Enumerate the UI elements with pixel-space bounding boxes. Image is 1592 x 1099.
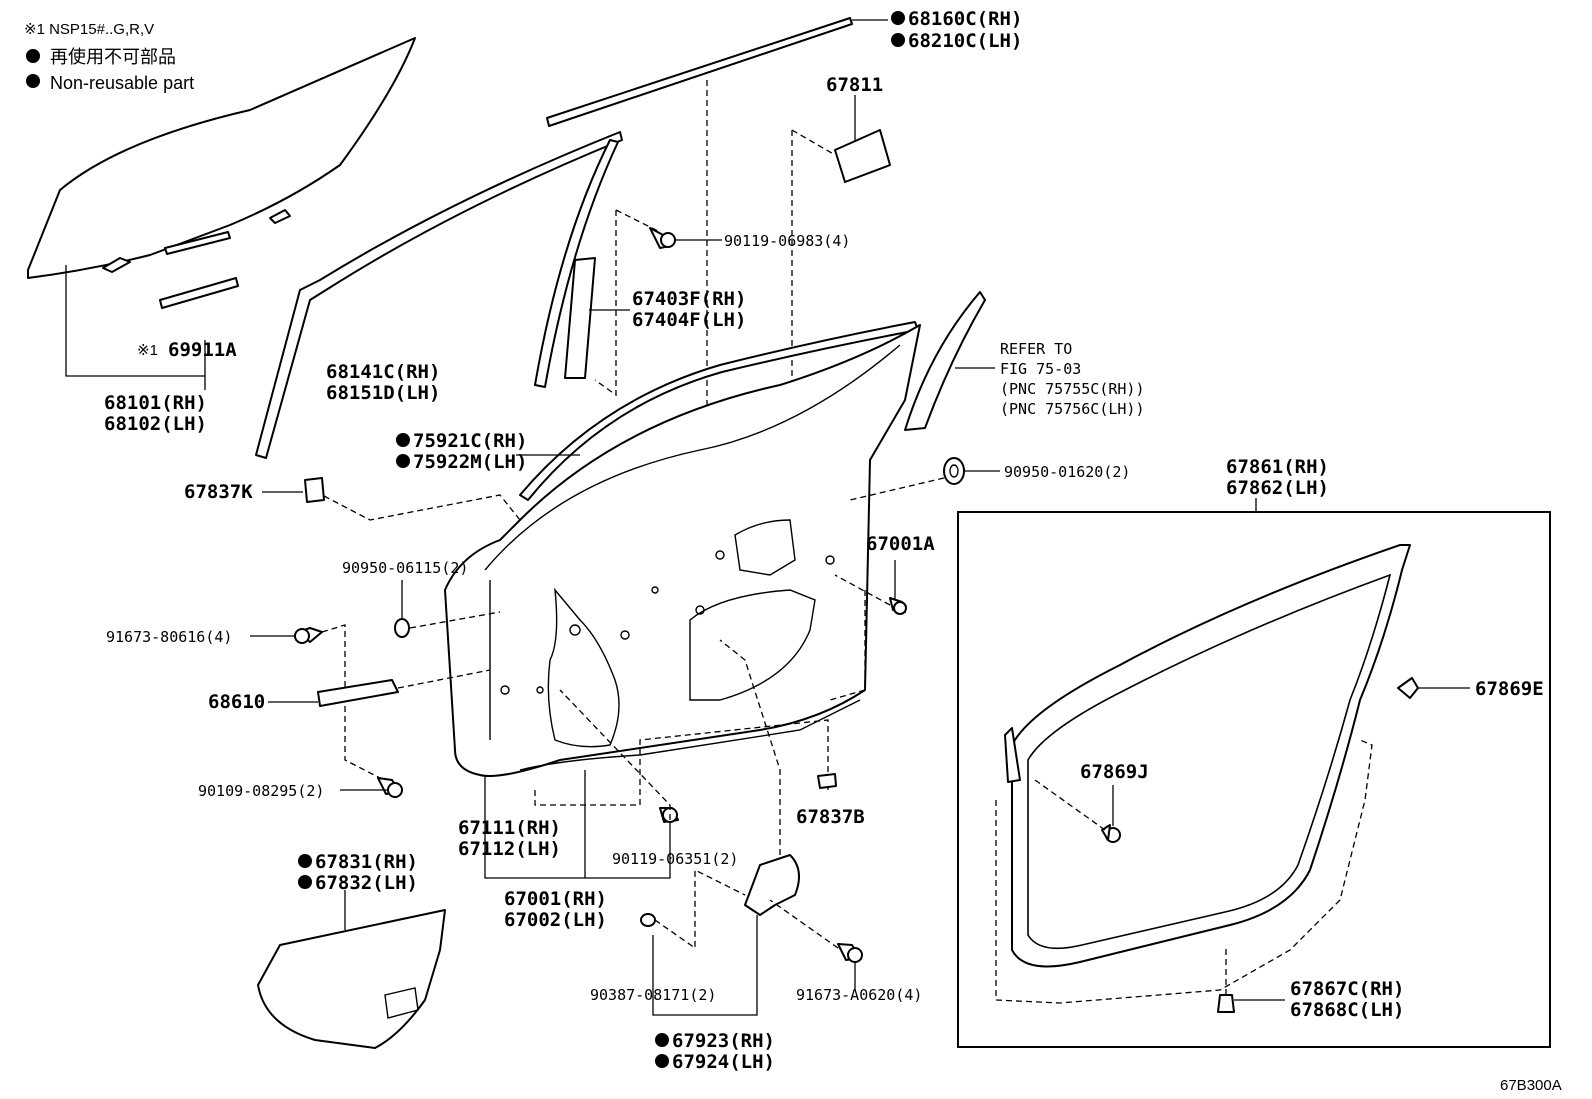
bolt-icon bbox=[294, 627, 323, 644]
label-68102: 68102(LH) bbox=[104, 413, 207, 435]
grommet-icon bbox=[943, 457, 965, 485]
bushing-icon bbox=[640, 913, 656, 927]
non-reusable-bullet-icon bbox=[298, 875, 312, 889]
service-hole-cover-67831 bbox=[257, 909, 446, 1049]
bolt-icon bbox=[889, 597, 907, 615]
part-labels: 68160C(RH) 68210C(LH) 67811 90119-06983(… bbox=[104, 8, 1562, 1094]
label-refer-fig: FIG 75-03 bbox=[1000, 360, 1081, 378]
label-68141C: 68141C(RH) bbox=[326, 361, 440, 383]
label-refer-pnc-lh: (PNC 75756C(LH)) bbox=[1000, 400, 1145, 418]
label-90387-08171: 90387-08171(2) bbox=[590, 986, 716, 1004]
glass-channel-69911A bbox=[159, 277, 239, 309]
label-67837K: 67837K bbox=[184, 481, 253, 503]
label-67001: 67001(RH) bbox=[504, 888, 607, 910]
label-68610: 68610 bbox=[208, 691, 265, 713]
label-67811: 67811 bbox=[826, 74, 883, 96]
label-67861: 67861(RH) bbox=[1226, 456, 1329, 478]
clip-icon bbox=[1397, 677, 1419, 699]
legend-bullet-icon bbox=[26, 74, 40, 88]
moulding-68160C bbox=[546, 17, 853, 127]
bolt-icon bbox=[837, 943, 863, 963]
note-non-reusable-en: Non-reusable part bbox=[50, 73, 194, 93]
note-model-code: ※1 NSP15#..G,R,V bbox=[24, 21, 154, 38]
label-67001A: 67001A bbox=[866, 533, 935, 555]
label-67002: 67002(LH) bbox=[504, 909, 607, 931]
run-channel bbox=[534, 139, 619, 388]
clip-icon bbox=[1217, 994, 1235, 1013]
label-67868C: 67868C(LH) bbox=[1290, 999, 1404, 1021]
label-90950-01620: 90950-01620(2) bbox=[1004, 463, 1130, 481]
legend-notes: ※1 NSP15#..G,R,V 再使用不可部品 Non-reusable pa… bbox=[24, 21, 194, 93]
weatherstrip-box bbox=[957, 511, 1551, 1048]
door-glass-part bbox=[27, 37, 416, 279]
label-68151D: 68151D(LH) bbox=[326, 382, 440, 404]
door-shell-67001 bbox=[444, 324, 921, 777]
non-reusable-bullet-icon bbox=[655, 1033, 669, 1047]
label-refer-pnc-rh: (PNC 75755C(RH)) bbox=[1000, 380, 1145, 398]
label-67924: 67924(LH) bbox=[672, 1051, 775, 1073]
label-90950-06115: 90950-06115(2) bbox=[342, 559, 468, 577]
non-reusable-bullet-icon bbox=[396, 454, 410, 468]
legend-bullet-icon bbox=[26, 49, 40, 63]
label-67869J: 67869J bbox=[1080, 761, 1149, 783]
label-67111: 67111(RH) bbox=[458, 817, 561, 839]
label-67837B: 67837B bbox=[796, 806, 865, 828]
bolt-icon bbox=[649, 227, 676, 249]
label-75921C: 75921C(RH) bbox=[413, 430, 527, 452]
label-91673-A0620: 91673-A0620(4) bbox=[796, 986, 922, 1004]
label-67832: 67832(LH) bbox=[315, 872, 418, 894]
label-90119-06983: 90119-06983(4) bbox=[724, 232, 850, 250]
bolt-icon bbox=[659, 807, 679, 823]
label-68160C: 68160C(RH) bbox=[908, 8, 1022, 30]
label-67862: 67862(LH) bbox=[1226, 477, 1329, 499]
label-67923: 67923(RH) bbox=[672, 1030, 775, 1052]
door-weatherstrip-67861 bbox=[1004, 544, 1411, 968]
label-69911A-prefix: ※1 bbox=[137, 342, 158, 359]
non-reusable-bullet-icon bbox=[655, 1054, 669, 1068]
label-67112: 67112(LH) bbox=[458, 838, 561, 860]
clip-67837B bbox=[817, 773, 837, 789]
label-67404F: 67404F(LH) bbox=[632, 309, 746, 331]
label-68101: 68101(RH) bbox=[104, 392, 207, 414]
label-67831: 67831(RH) bbox=[315, 851, 418, 873]
door-check-68610 bbox=[317, 679, 399, 707]
plug-icon bbox=[394, 618, 410, 638]
label-67403F: 67403F(RH) bbox=[632, 288, 746, 310]
non-reusable-bullet-icon bbox=[396, 433, 410, 447]
garnish-refer bbox=[904, 291, 986, 431]
label-67867C: 67867C(RH) bbox=[1290, 978, 1404, 1000]
label-75922M: 75922M(LH) bbox=[413, 451, 527, 473]
figure-id: 67B300A bbox=[1500, 1077, 1562, 1094]
division-bar-67403F bbox=[564, 257, 596, 379]
label-refer-to: REFER TO bbox=[1000, 340, 1072, 358]
bolt-icon bbox=[377, 777, 403, 798]
frame-moulding-68141C bbox=[255, 131, 623, 459]
label-68210C: 68210C(LH) bbox=[908, 30, 1022, 52]
non-reusable-bullet-icon bbox=[891, 33, 905, 47]
clip-67837K bbox=[304, 477, 325, 503]
label-90109-08295: 90109-08295(2) bbox=[198, 782, 324, 800]
label-69911A: 69911A bbox=[168, 339, 237, 361]
pad-67811 bbox=[834, 129, 891, 183]
label-91673-80616: 91673-80616(4) bbox=[106, 628, 232, 646]
label-67869E: 67869E bbox=[1475, 678, 1544, 700]
non-reusable-bullet-icon bbox=[298, 854, 312, 868]
non-reusable-bullet-icon bbox=[891, 11, 905, 25]
note-non-reusable-jp: 再使用不可部品 bbox=[50, 47, 176, 67]
bracket-67923 bbox=[744, 854, 800, 916]
label-90119-06351: 90119-06351(2) bbox=[612, 850, 738, 868]
